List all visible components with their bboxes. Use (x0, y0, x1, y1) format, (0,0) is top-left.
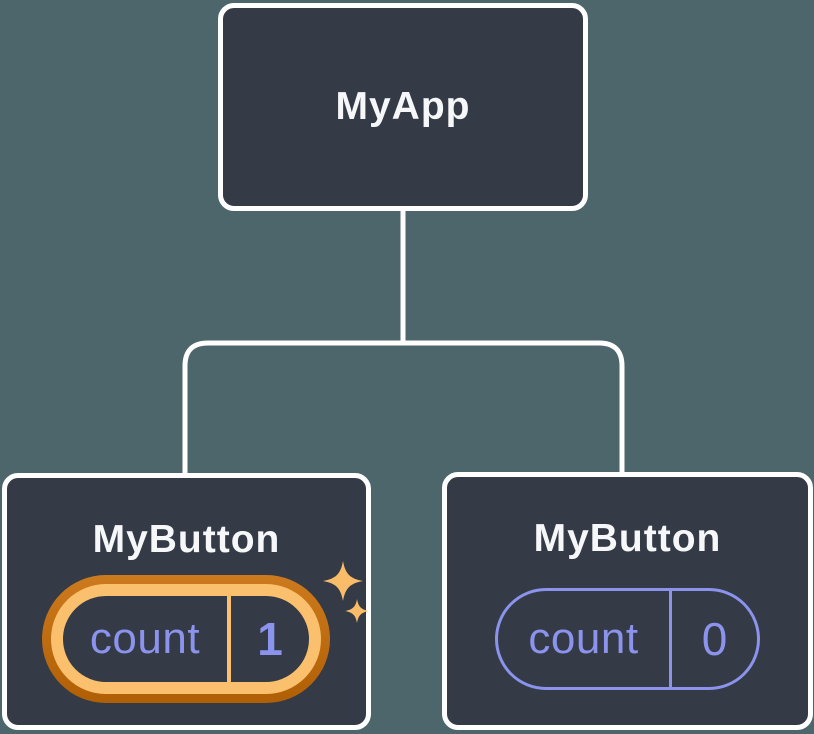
state-pill: count 0 (495, 588, 760, 690)
sparkle-small (345, 599, 369, 623)
state-value: 0 (701, 613, 728, 665)
connector-branch (182, 340, 625, 477)
pill-divider (227, 596, 231, 682)
node-mybutton-left-label: MyButton (92, 518, 281, 561)
node-mybutton-right-label: MyButton (533, 517, 722, 560)
state-key-label: count (89, 614, 201, 663)
sparkle-large (323, 561, 363, 601)
state-pill-highlight-ring: count 1 (42, 575, 330, 703)
state-value-cell: 1 (231, 596, 309, 682)
state-key-cell: count (498, 591, 669, 687)
node-mybutton-left: MyButton count 1 (2, 473, 371, 730)
state-key-label: count (528, 614, 639, 663)
state-pill-highlighted: count 1 (51, 584, 321, 694)
state-value: 1 (257, 613, 283, 665)
node-myapp: MyApp (218, 3, 588, 211)
pill-divider (669, 591, 672, 687)
state-key-cell: count (63, 596, 227, 682)
node-mybutton-right: MyButton count 0 (442, 472, 813, 730)
node-myapp-label: MyApp (335, 85, 471, 128)
state-value-cell: 0 (672, 591, 757, 687)
sparkles-icon (323, 561, 369, 623)
